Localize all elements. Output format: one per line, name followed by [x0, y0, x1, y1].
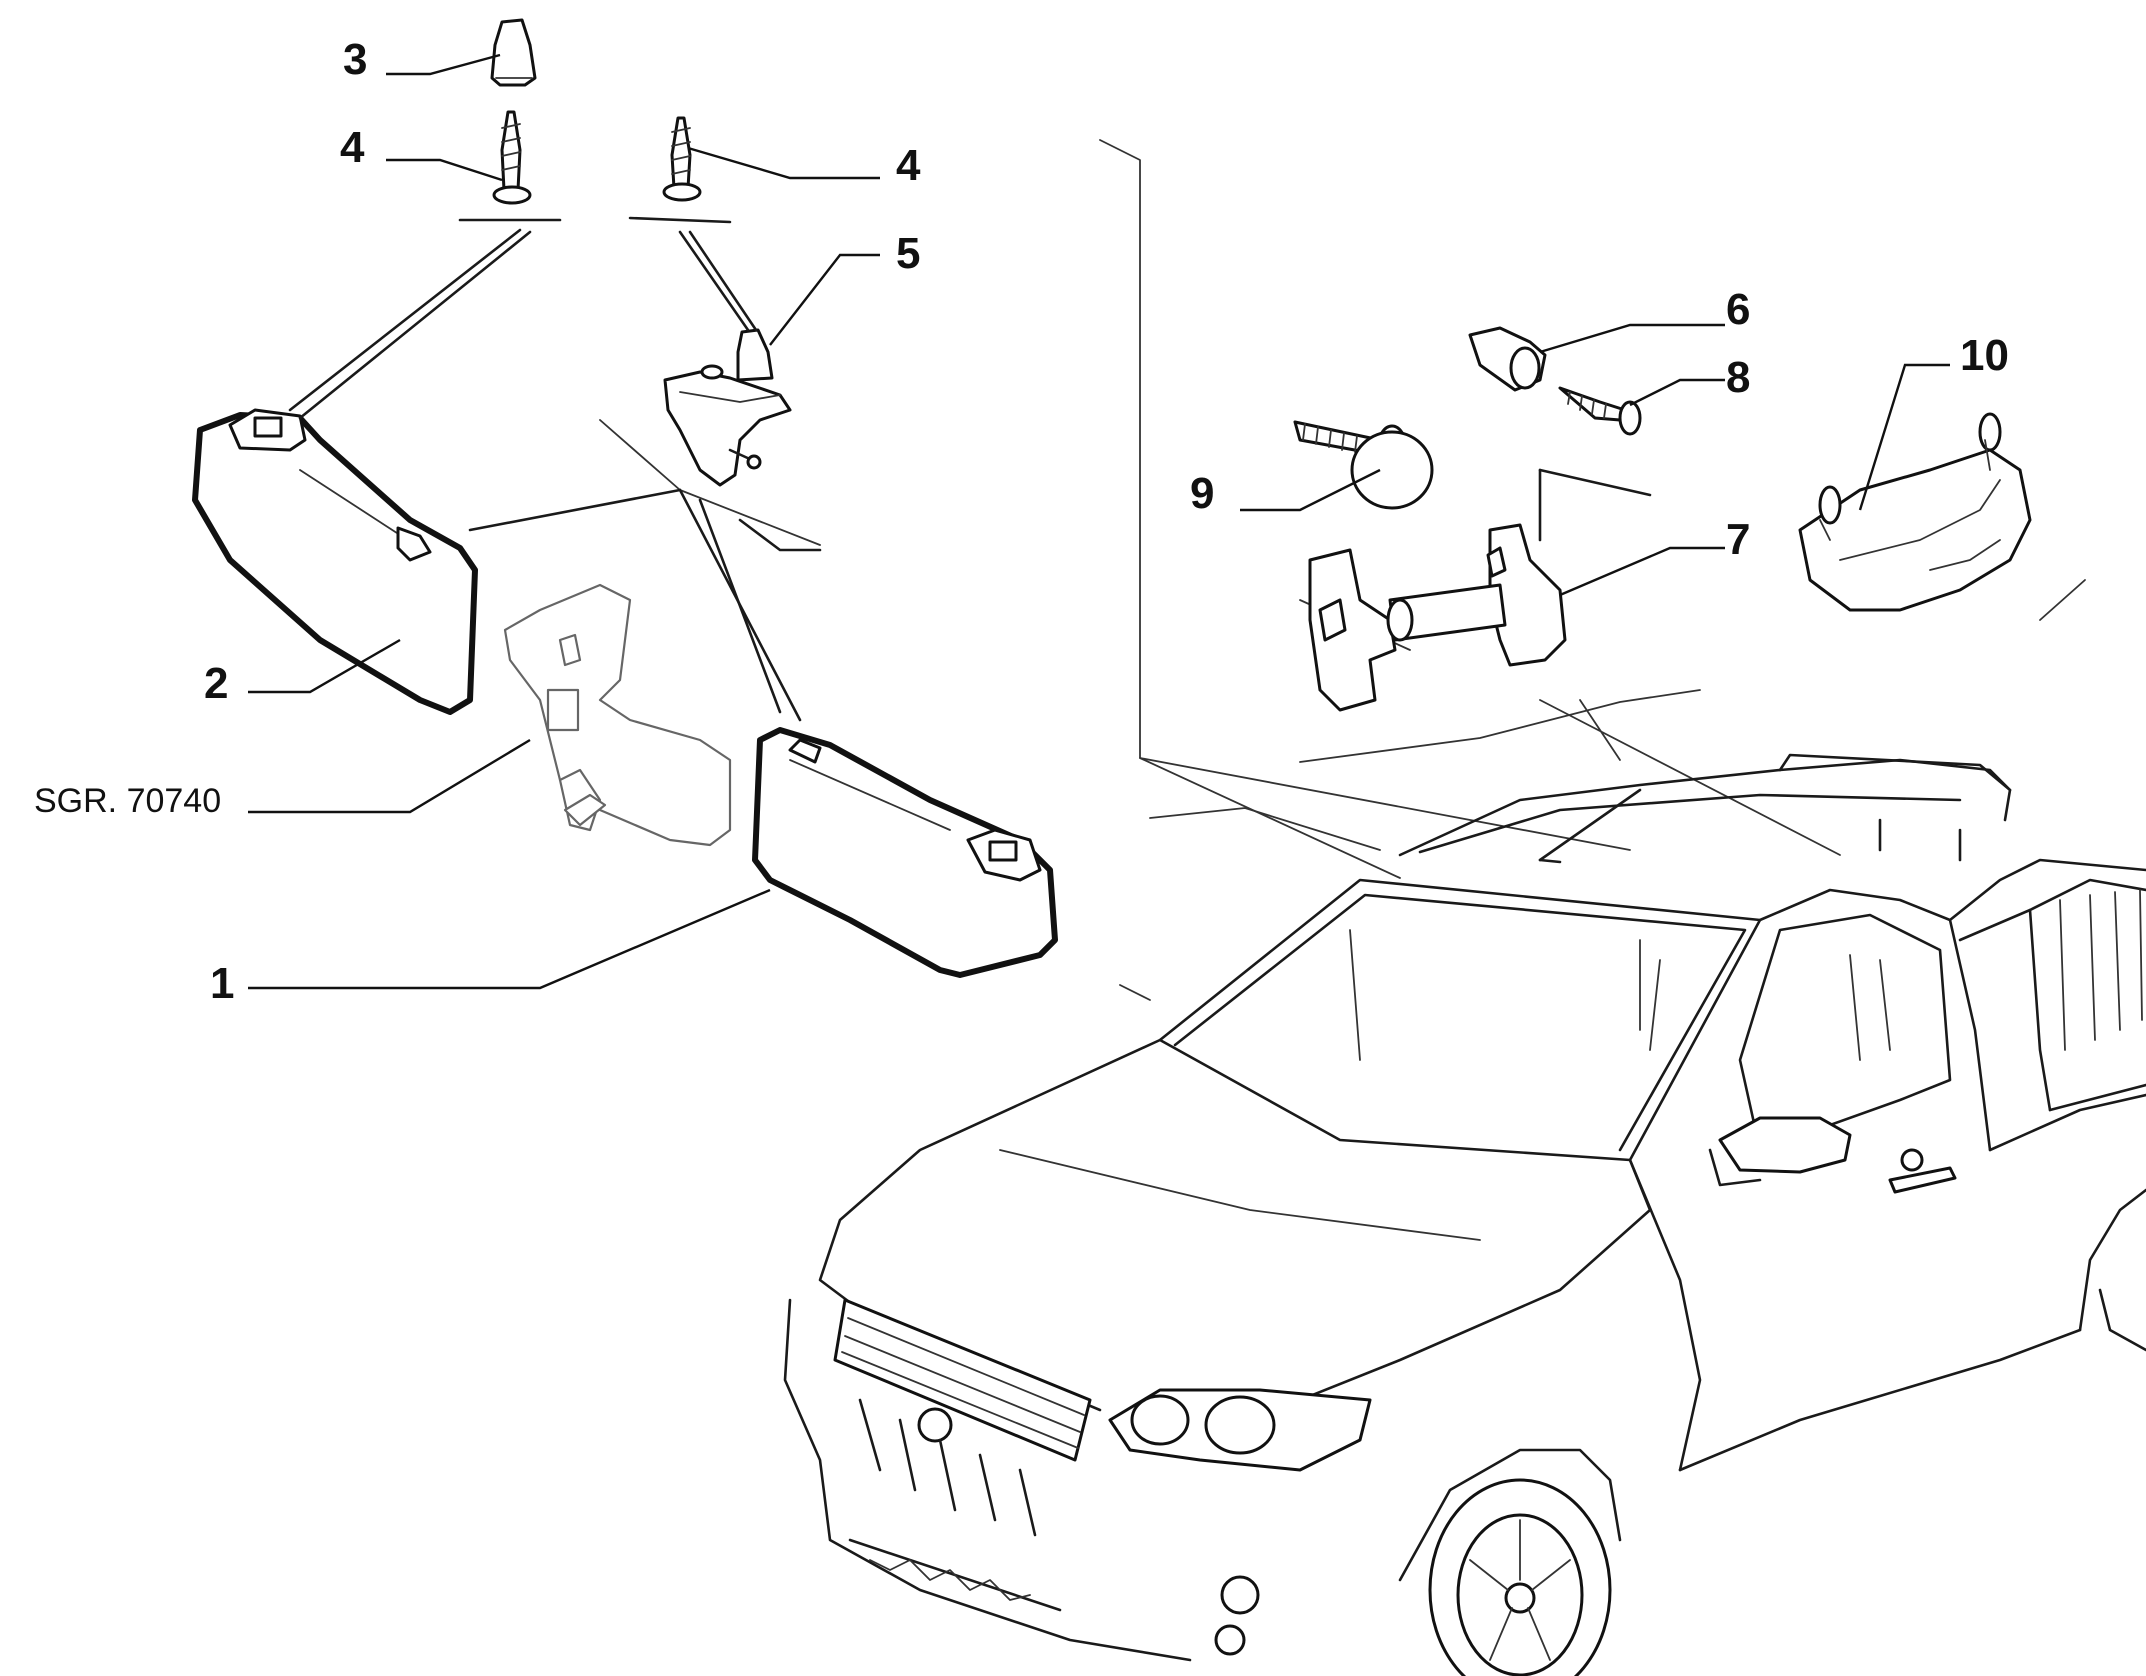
- callout-4-right: 4: [896, 141, 921, 190]
- callout-9: 9: [1190, 469, 1214, 518]
- callout-8: 8: [1726, 353, 1750, 402]
- callout-10: 10: [1960, 331, 2009, 380]
- screw-4-left: [492, 110, 532, 205]
- leader-lines: [248, 53, 1950, 990]
- clip-3: [490, 18, 537, 87]
- visor-bracket-5: [663, 328, 792, 487]
- vehicle-illustration: [783, 753, 2146, 1676]
- cover-10: [1798, 412, 2032, 612]
- callout-7: 7: [1726, 515, 1750, 564]
- grab-handle-7: [1308, 523, 1567, 712]
- callout-1: 1: [210, 959, 234, 1008]
- sun-visor-right: [752, 727, 1058, 978]
- rear-view-mirror: [503, 583, 732, 847]
- callout-3: 3: [343, 35, 367, 84]
- screw-8: [1558, 386, 1642, 436]
- reference-label: SGR. 70740: [34, 782, 221, 820]
- callout-labels: 3 4 4 5 6 8 10 9 7 2 1 SGR. 70740: [34, 35, 2009, 1008]
- clip-6: [1468, 326, 1547, 392]
- screw-9: [1293, 420, 1434, 510]
- callout-4-left: 4: [340, 123, 365, 172]
- sun-visor-left: [192, 408, 478, 715]
- screw-4-right: [662, 116, 702, 202]
- callout-2: 2: [204, 659, 228, 708]
- callout-6: 6: [1726, 285, 1750, 334]
- callout-5: 5: [896, 229, 920, 278]
